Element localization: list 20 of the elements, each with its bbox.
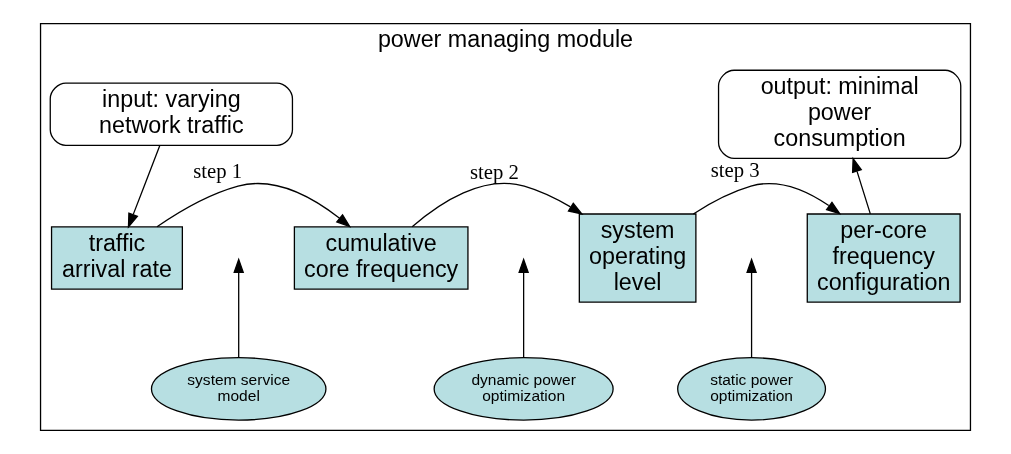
arrow (518, 257, 530, 359)
node-ellipse: system service model (150, 357, 327, 421)
node-box: input: varying network traffic (49, 82, 294, 146)
arrow (233, 257, 245, 359)
edge-label: step 3 (710, 158, 760, 181)
arrow (411, 182, 584, 228)
node-box: output: minimal power consumption (717, 69, 962, 159)
arrow (127, 144, 161, 229)
node-ellipse: dynamic power optimization (433, 357, 614, 421)
edge-label: step 2 (470, 161, 519, 184)
node-box: system operating level (578, 213, 697, 303)
arrow (851, 156, 871, 215)
arrow (692, 183, 842, 215)
node-ellipse: static power optimization (677, 357, 827, 421)
edge-label: step 1 (193, 159, 243, 182)
arrow (156, 182, 352, 228)
node-box: per-core frequency configuration (806, 213, 961, 303)
node-box: traffic arrival rate (50, 226, 183, 290)
node-box: cumulative core frequency (293, 226, 469, 290)
arrow (746, 257, 758, 359)
